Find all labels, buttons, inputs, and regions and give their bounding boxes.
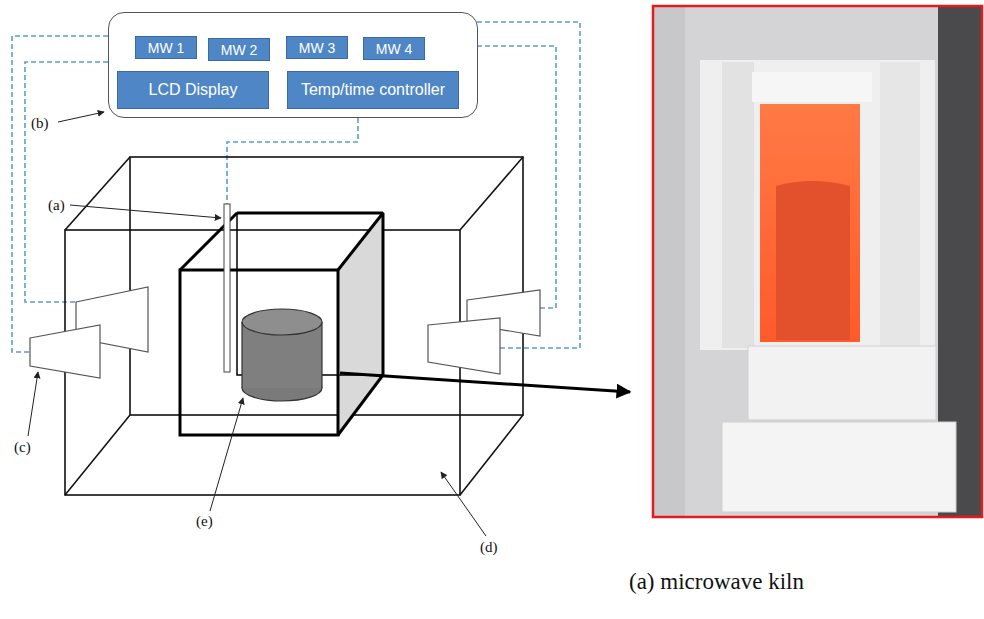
box-edge <box>382 213 385 375</box>
cavity-edge <box>65 415 130 495</box>
cavity-edge <box>460 157 523 230</box>
insulation-box <box>180 213 383 435</box>
node-text: MW 1 <box>148 40 185 56</box>
kiln-photo <box>653 6 982 517</box>
box-edge <box>338 375 383 435</box>
box-side-face <box>338 213 383 435</box>
refractory-side <box>880 62 920 348</box>
photo-frame <box>653 6 982 517</box>
figure-caption: (a) microwave kiln <box>629 570 804 593</box>
cavity-front-face <box>65 230 460 495</box>
thermocouple <box>224 204 230 372</box>
magnetron-button: MW 3 <box>286 36 348 59</box>
node-text: MW 4 <box>376 41 413 57</box>
crucible-edge <box>241 322 242 388</box>
controller-panel: MW 1 MW 2 MW 3 MW 4 LCD Display Temp/time con… <box>108 12 478 118</box>
box-edge <box>338 213 383 270</box>
crucible-top <box>242 309 322 335</box>
node-text: Temp/time controller <box>301 81 445 99</box>
leader-line <box>210 398 243 511</box>
crucible-edge <box>321 322 322 388</box>
box-edge <box>237 212 383 215</box>
callout-letter: (a) <box>48 198 65 213</box>
leader-line <box>28 372 38 436</box>
control-wires <box>12 22 580 352</box>
leader-lines <box>28 112 486 536</box>
control-wire <box>25 62 108 302</box>
outer-cavity <box>65 157 523 495</box>
leader-line <box>58 112 104 122</box>
refractory-lid <box>752 72 872 102</box>
photo-wall <box>653 6 685 517</box>
callout-letter: (c) <box>14 440 31 455</box>
control-wire <box>227 118 358 204</box>
glowing-crucible <box>776 181 850 340</box>
support-brick <box>722 422 956 512</box>
pointer-arrow <box>340 373 630 392</box>
display-box: LCD Display <box>117 71 269 109</box>
leader-line <box>441 472 486 536</box>
callout-letter: (d) <box>480 540 498 555</box>
magnetron-button: MW 4 <box>363 37 425 60</box>
cavity-edge <box>65 157 130 230</box>
control-wire <box>477 46 556 308</box>
box-front-face <box>180 270 338 435</box>
crucible <box>242 309 322 401</box>
magnetron-button: MW 1 <box>135 36 197 59</box>
glowing-chamber <box>760 104 860 342</box>
photo-background <box>653 6 982 517</box>
refractory-frame <box>700 60 935 350</box>
support-brick <box>748 346 936 420</box>
node-text: MW 2 <box>221 42 258 58</box>
magnetron-button: MW 2 <box>208 38 270 61</box>
controller-box: Temp/time controller <box>287 71 459 109</box>
cavity-edge <box>460 415 523 495</box>
leader-line <box>70 205 221 218</box>
callout-letter: (e) <box>196 514 213 529</box>
magnetron-horn <box>428 318 500 374</box>
refractory-side <box>722 62 754 348</box>
cavity-back-face <box>130 157 523 415</box>
node-text: LCD Display <box>149 81 238 99</box>
callout-letter: (b) <box>31 116 49 131</box>
magnetron-horn <box>30 325 100 378</box>
node-text: MW 3 <box>299 40 336 56</box>
